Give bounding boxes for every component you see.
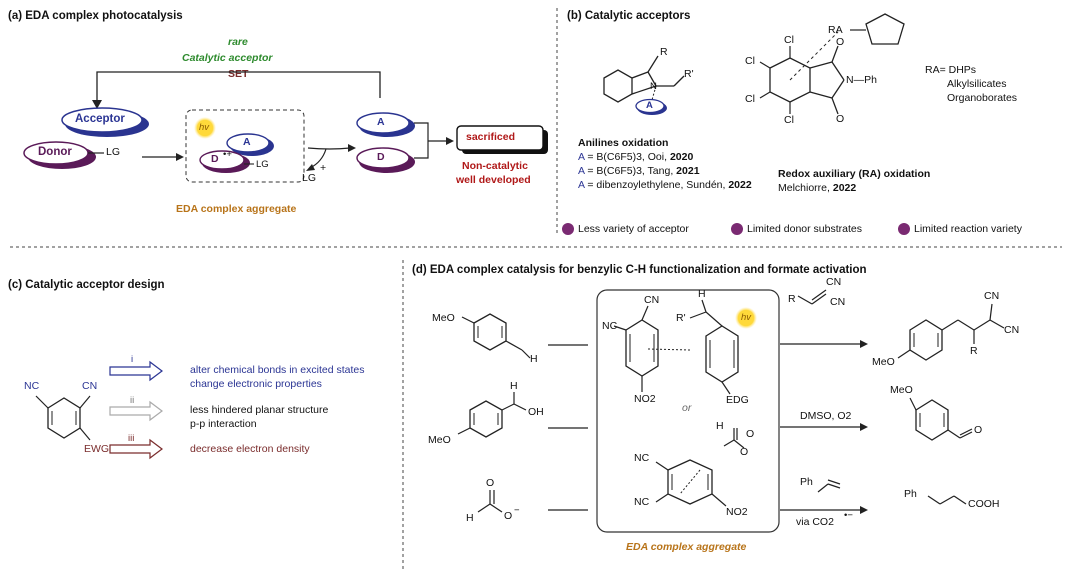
sacrificed-label: sacrificed	[466, 131, 516, 143]
d-reagent-r: R	[788, 293, 796, 305]
panel-b-title: (b) Catalytic acceptors	[567, 10, 691, 22]
box-no2: NO2	[634, 393, 656, 405]
box-nc-left: NC	[602, 320, 618, 332]
box-formate-ominus: O	[740, 446, 749, 458]
d-oh: OH	[528, 406, 544, 418]
hv-label: hv	[199, 122, 210, 133]
c-i-line2: change electronic properties	[190, 378, 322, 390]
d-product-meo-1: MeO	[872, 356, 895, 368]
d-product-r: R	[970, 345, 978, 357]
limit-donor: Limited donor substrates	[747, 223, 862, 235]
catalytic-acceptor-label: Catalytic acceptor	[182, 52, 273, 64]
c-cn-label: CN	[82, 380, 98, 392]
set-label: SET	[228, 68, 249, 80]
c-ii-line2: p-p interaction	[190, 418, 257, 430]
c-i-label: i	[131, 354, 134, 365]
c-iii-label: iii	[128, 433, 135, 444]
c-i-line1: alter chemical bonds in excited states	[190, 364, 365, 376]
donor-label: Donor	[38, 146, 72, 158]
c-ewg-label: EWG	[84, 443, 110, 455]
d-reagent-cn-1: CN	[826, 276, 842, 288]
d-box-label: D	[211, 153, 219, 165]
well-developed-label: well developed	[456, 174, 531, 186]
indole-n-label: N	[650, 81, 657, 92]
indole-a-label: A	[646, 100, 653, 111]
c-iii-line1: decrease electron density	[190, 443, 310, 455]
box-nc-bottom-1: NC	[634, 452, 650, 464]
lg-released-label: LG	[302, 172, 317, 184]
redox-title: Redox auxiliary (RA) oxidation	[778, 168, 931, 180]
plus-sign: +	[320, 162, 327, 174]
d-product-cn-1: CN	[984, 290, 1000, 302]
d-h-2: H	[510, 380, 518, 392]
d-reagent-cn-2: CN	[830, 296, 846, 308]
d-dmso: DMSO, O2	[800, 410, 852, 422]
ra-alkylsilicates-label: Alkylsilicates	[947, 78, 1007, 90]
d-product-ph: Ph	[904, 488, 917, 500]
ra-label: RA	[828, 24, 843, 36]
box-nc-bottom-2: NC	[634, 496, 650, 508]
indole-rp-label: R'	[684, 68, 694, 80]
box-formate-h: H	[716, 420, 724, 432]
indole-r-label: R	[660, 46, 668, 58]
a-radical-label: A	[377, 116, 385, 128]
d-product-o: O	[974, 424, 983, 436]
anilines-title: Anilines oxidation	[578, 137, 669, 149]
a-box-label: A	[243, 136, 251, 148]
d-meo-1: MeO	[432, 312, 455, 324]
panel-d-title: (d) EDA complex catalysis for benzylic C…	[412, 264, 867, 276]
box-edg: EDG	[726, 394, 749, 406]
panel-b-structures	[562, 13, 910, 235]
panel-a-title: (a) EDA complex photocatalysis	[8, 10, 183, 22]
panel-c-title: (c) Catalytic acceptor design	[8, 279, 165, 291]
c-ii-line1: less hindered planar structure	[190, 404, 329, 416]
eda-aggregate-label: EDA complex aggregate	[176, 203, 297, 215]
d-product-cn-2: CN	[1004, 324, 1020, 336]
ra-eq-label: RA= DHPs	[925, 64, 977, 76]
cl-left-top-label: Cl	[745, 55, 755, 67]
c-nc-label: NC	[24, 380, 40, 392]
rare-label: rare	[228, 36, 248, 48]
limit-acceptor: Less variety of acceptor	[578, 223, 689, 235]
box-h: H	[698, 288, 706, 300]
cl-bottom-label: Cl	[784, 114, 794, 126]
d-formate-h: H	[466, 512, 474, 524]
d-eda-aggregate-label: EDA complex aggregate	[626, 541, 747, 553]
box-no2-bottom: NO2	[726, 506, 748, 518]
box-cn-top: CN	[644, 294, 660, 306]
box-formate-o: O	[746, 428, 755, 440]
d-product-cooh: COOH	[968, 498, 1000, 510]
n-ph-label: N—Ph	[846, 74, 877, 86]
d-product-meo-2: MeO	[890, 384, 913, 396]
cl-left-bottom-label: Cl	[745, 93, 755, 105]
c-ii-label: ii	[130, 395, 135, 406]
box-hv: hv	[741, 312, 752, 323]
acceptor-label: Acceptor	[75, 113, 125, 125]
d-via-co2: via CO2	[796, 516, 834, 528]
cl-top-label: Cl	[784, 34, 794, 46]
ra-organoborates-label: Organoborates	[947, 92, 1018, 104]
d-radical-label: D	[377, 151, 385, 163]
d-formate-o: O	[486, 477, 495, 489]
noncatalytic-label: Non-catalytic	[462, 160, 528, 172]
panel-c-graphics	[35, 360, 163, 460]
lg-box-label: LG	[256, 159, 269, 170]
d-ph-reagent: Ph	[800, 476, 813, 488]
o-bottom-label: O	[836, 113, 845, 125]
melchiorre-line: Melchiorre, 2022	[778, 182, 857, 194]
d-meo-2: MeO	[428, 434, 451, 446]
lg-label: LG	[106, 146, 121, 158]
panel-a-graphics	[23, 71, 548, 183]
anilines-line-3: A = dibenzoylethylene, Sundén, 2022	[578, 179, 752, 191]
o-top-label: O	[836, 36, 845, 48]
box-or: or	[682, 402, 692, 414]
limit-reaction: Limited reaction variety	[914, 223, 1022, 235]
anilines-line-1: A = B(C6F5)3, Ooi, 2020	[578, 151, 694, 163]
d-formate-ominus: O	[504, 510, 513, 522]
d-h-1: H	[530, 353, 538, 365]
box-rp: R'	[676, 312, 686, 324]
anilines-line-2: A = B(C6F5)3, Tang, 2021	[578, 165, 700, 177]
